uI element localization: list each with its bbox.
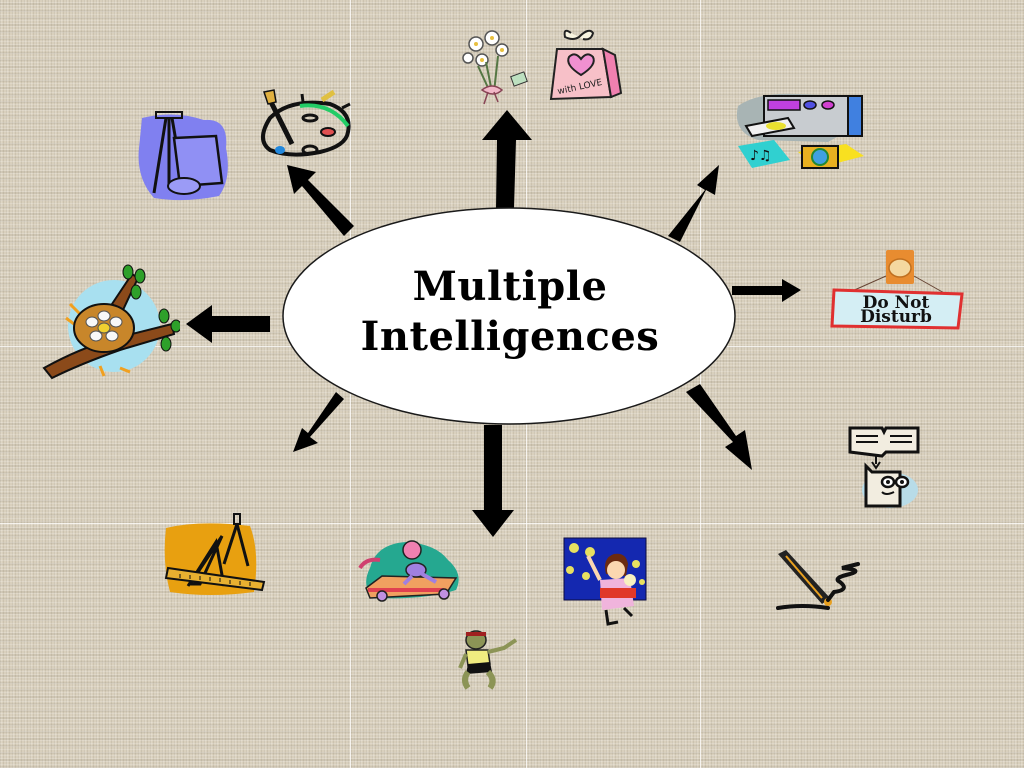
paint-palette-icon bbox=[261, 89, 351, 157]
svg-text:♪♫: ♪♫ bbox=[750, 148, 772, 164]
do-not-disturb-sign: Do Not Disturb bbox=[830, 250, 964, 330]
arrow-up bbox=[482, 110, 532, 208]
arrow-right bbox=[732, 279, 801, 302]
dancing-girl-kimono-icon bbox=[563, 537, 647, 626]
gridline bbox=[700, 0, 701, 768]
sign-line-2: Disturb bbox=[860, 307, 932, 327]
title-line-1: Multiple bbox=[412, 263, 608, 310]
arrow-lower-left bbox=[293, 392, 344, 452]
arrow-upper-left bbox=[287, 165, 354, 236]
boy-dancing-icon bbox=[458, 630, 518, 690]
pencil-writing-icon bbox=[776, 550, 860, 610]
flowers-icon bbox=[462, 30, 528, 105]
easel-painting-icon bbox=[138, 111, 228, 201]
book-reading-icon bbox=[848, 426, 920, 508]
geometry-tools-icon bbox=[164, 513, 266, 595]
stereo-music-icon: ♪♫ bbox=[736, 93, 864, 169]
bird-nest-icon bbox=[42, 264, 180, 380]
treadmill-runner-icon bbox=[358, 540, 459, 602]
arrow-down bbox=[472, 425, 514, 537]
slide-title: Multiple Intelligences bbox=[285, 262, 735, 362]
sign-line-1: Do Not bbox=[863, 293, 930, 313]
arrow-upper-right bbox=[668, 165, 719, 242]
arrow-left bbox=[186, 305, 270, 343]
title-line-2: Intelligences bbox=[360, 313, 660, 360]
gridline bbox=[0, 523, 1024, 524]
arrow-lower-right bbox=[686, 384, 752, 470]
gift-bag-icon: with LOVE bbox=[549, 29, 623, 101]
